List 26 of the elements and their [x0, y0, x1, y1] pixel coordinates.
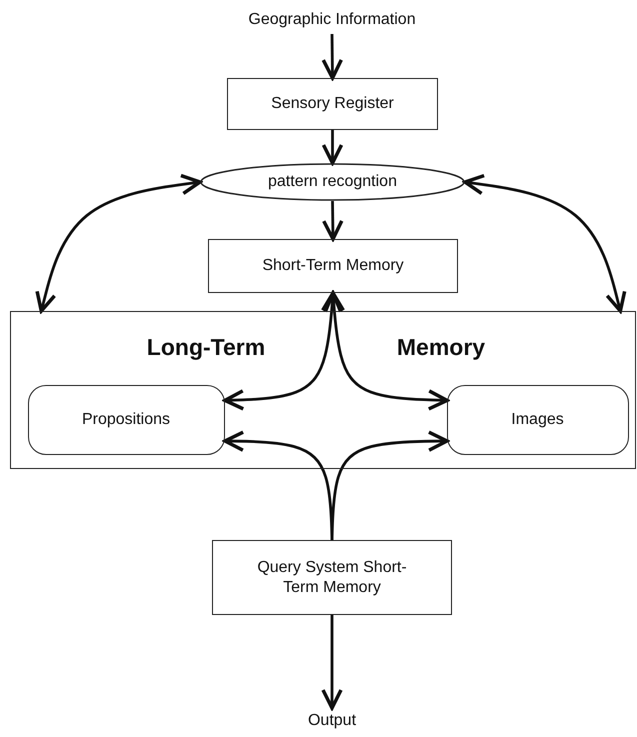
- arrow: [223, 291, 342, 411]
- arrow: [35, 174, 202, 313]
- process-box: [227, 78, 438, 130]
- store-box: [28, 384, 224, 454]
- arrow: [463, 174, 626, 313]
- arrow: [322, 200, 344, 241]
- memory-container: [10, 311, 636, 469]
- output-label: Output: [308, 711, 356, 731]
- node-label: pattern recogntion: [268, 172, 397, 192]
- process-ellipse: [200, 163, 465, 201]
- container-title: Long-Term: [146, 333, 266, 362]
- arrow: [322, 34, 344, 80]
- process-box: [208, 239, 458, 293]
- store-box: [446, 384, 628, 454]
- process-box: [212, 540, 452, 615]
- arrow: [330, 430, 449, 540]
- arrow: [321, 615, 343, 710]
- arrow: [322, 130, 344, 165]
- node-label: Sensory Register: [271, 94, 394, 114]
- source-label: Geographic Information: [248, 10, 416, 30]
- node-label: Short-Term Memory: [262, 256, 404, 276]
- arrow: [324, 291, 449, 411]
- node-label: Images: [511, 410, 564, 430]
- node-label: Propositions: [82, 410, 170, 430]
- node-label: Query System Short-Term Memory: [256, 558, 408, 598]
- container-title: Memory: [396, 333, 486, 362]
